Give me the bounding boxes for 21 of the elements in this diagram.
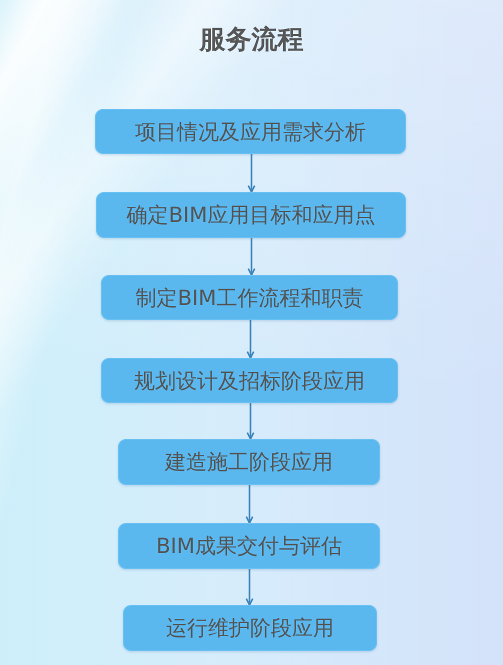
process-step-box (123, 605, 377, 651)
process-step-box (95, 109, 406, 154)
arrow (246, 569, 254, 606)
step-text: 确定BIM应用目标和应用点 (126, 202, 376, 228)
process-step-box (96, 192, 406, 238)
process-step-box (101, 358, 398, 403)
arrow (246, 403, 254, 440)
process-step-box (101, 275, 398, 320)
step-text: BIM成果交付与评估 (156, 533, 342, 559)
process-step-box (118, 523, 380, 569)
arrow (248, 154, 256, 193)
step-text: 项目情况及应用需求分析 (135, 118, 366, 144)
step-text: 制定BIM工作流程和职责 (136, 284, 364, 310)
page-title: 服务流程 (200, 24, 304, 57)
step-text: 规划设计及招标阶段应用 (134, 368, 365, 394)
arrow (246, 485, 254, 524)
step-text: 建造施工阶段应用 (165, 449, 333, 475)
arrow (248, 238, 256, 276)
process-step-box (118, 439, 380, 485)
step-text: 运行维护阶段应用 (166, 615, 334, 641)
arrow (246, 320, 254, 359)
